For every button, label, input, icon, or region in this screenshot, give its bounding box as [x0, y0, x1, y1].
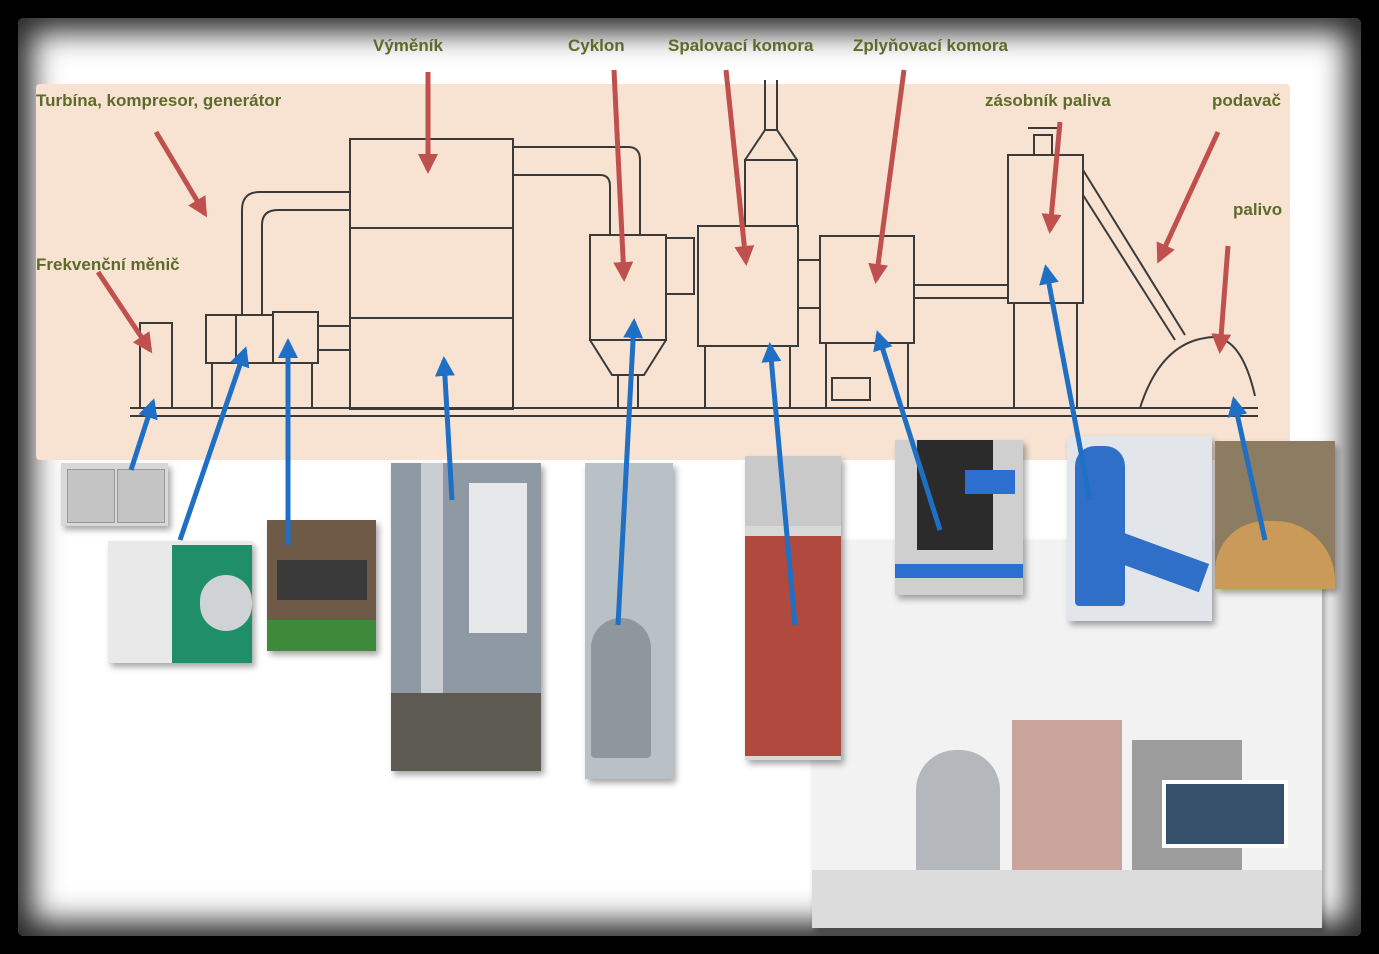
label-cyklon: Cyklon — [568, 36, 625, 55]
cyclone-blue-arrow — [615, 318, 644, 626]
blue-arrows — [128, 264, 1268, 626]
label-palivo: palivo — [1233, 200, 1283, 219]
cyklon-red-arrow — [611, 69, 634, 282]
zplynovaci-komora-red-arrow — [868, 69, 907, 284]
label-turbina: Turbína, kompresor, generátor — [36, 91, 282, 110]
turbina-red-arrow — [153, 130, 208, 218]
zasobnik-red-arrow — [1041, 121, 1063, 234]
label-vymenik: Výměník — [373, 36, 443, 55]
label-spalovaci-komora: Spalovací komora — [668, 36, 814, 55]
spalovaci-komora-red-arrow — [723, 69, 755, 266]
label-frekvencni-menic: Frekvenční měnič — [36, 255, 180, 274]
podavac-red-arrow — [1156, 130, 1221, 264]
gasifier-blue-arrow — [873, 330, 943, 531]
fuel-hopper-photo — [1067, 436, 1212, 621]
fuel-blue-arrow — [1227, 396, 1268, 541]
combustion-chamber-blue-arrow — [761, 342, 798, 626]
label-zplynovaci-komora: Zplyňovací komora — [853, 36, 1008, 55]
red-arrows — [95, 69, 1232, 354]
generator-blue-arrow — [177, 346, 250, 541]
frekvencni-menic-red-arrow — [95, 270, 153, 354]
equipment-lines — [130, 80, 1258, 417]
exchanger-photo — [391, 463, 541, 771]
turbine-photo — [267, 520, 376, 651]
fuel-photo — [1215, 441, 1335, 589]
cyclone-photo — [585, 463, 673, 779]
generator-photo — [108, 541, 252, 663]
schematic-background — [36, 84, 1290, 460]
plant-overview-photo — [812, 540, 1322, 928]
frequency-converter-photo — [61, 463, 168, 526]
fuel-hopper-blue-arrow — [1039, 264, 1093, 501]
label-zasobnik: zásobník paliva — [985, 91, 1111, 110]
palivo-red-arrow — [1211, 245, 1232, 354]
label-podavac: podavač — [1212, 91, 1281, 110]
frequency-converter-blue-arrow — [128, 398, 158, 471]
exchanger-blue-arrow — [434, 356, 455, 501]
